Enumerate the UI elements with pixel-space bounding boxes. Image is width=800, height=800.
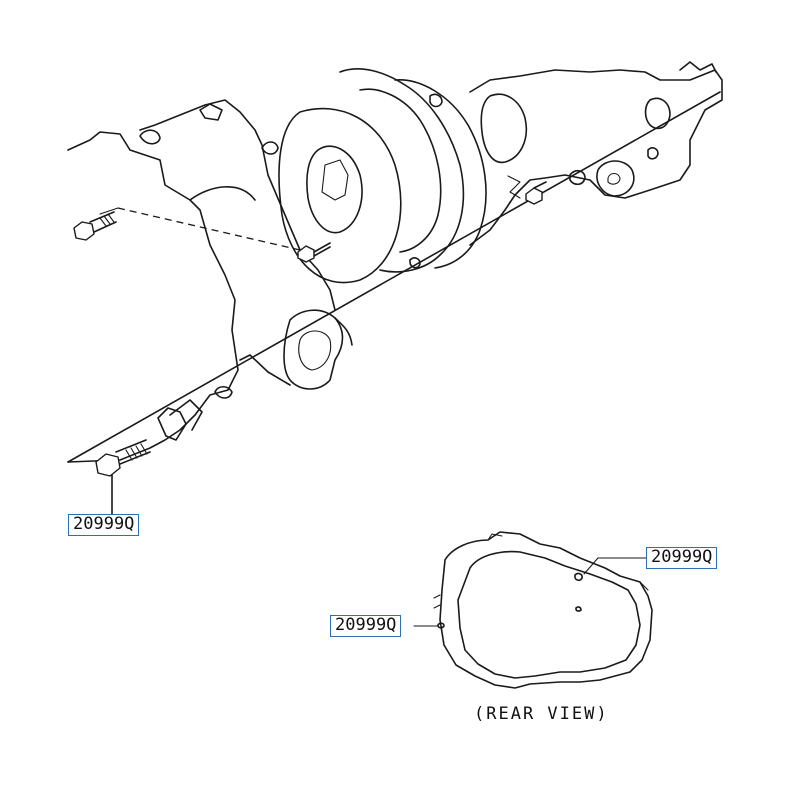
upper-bolt [73,211,117,241]
transmission-housing [67,99,353,463]
cable-bracket [157,399,203,441]
part-number-label-front-bolt[interactable]: 20999Q [68,514,140,536]
rear-view-housing [413,531,653,689]
torque-converter [278,68,487,284]
converter-bolt-left [297,242,331,263]
part-number-label-rear-upper[interactable]: 20999Q [646,547,718,569]
shaft-centerlines [67,91,721,463]
bell-housing [469,61,723,246]
lower-bolt [95,439,151,515]
rear-view-caption: (REAR VIEW) [474,704,609,724]
converter-bolt-right [507,175,547,205]
part-number-label-rear-left[interactable]: 20999Q [330,615,402,637]
